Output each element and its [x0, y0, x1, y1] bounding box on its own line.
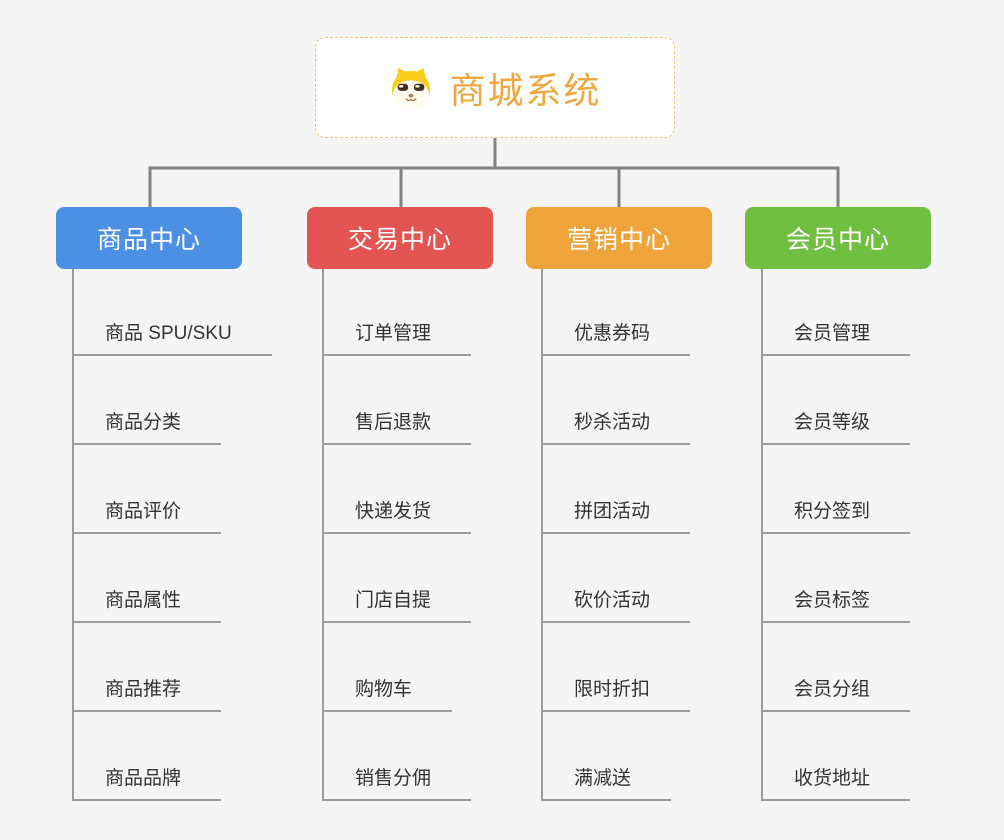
root-title: 商城系统: [449, 69, 602, 111]
dog-icon: [392, 67, 431, 109]
leaf-node[interactable]: 购物车: [324, 676, 453, 712]
leaf-node[interactable]: 满减送: [543, 765, 672, 801]
branch-children-member-center: 会员管理 会员等级 积分签到 会员标签 会员分组 收货地址: [761, 269, 993, 801]
leaf-node[interactable]: 拼团活动: [543, 498, 691, 534]
leaf-node[interactable]: 会员管理: [763, 320, 911, 356]
leaf-node[interactable]: 砍价活动: [543, 587, 691, 623]
leaf-node[interactable]: 限时折扣: [543, 676, 691, 712]
leaf-node[interactable]: 秒杀活动: [543, 409, 691, 445]
leaf-node[interactable]: 商品评价: [74, 498, 222, 534]
leaf-node[interactable]: 订单管理: [324, 320, 472, 356]
leaf-node[interactable]: 商品属性: [74, 587, 222, 623]
leaf-node[interactable]: 积分签到: [763, 498, 911, 534]
leaf-node[interactable]: 会员等级: [763, 409, 911, 445]
branch-children-marketing-center: 优惠券码 秒杀活动 拼团活动 砍价活动 限时折扣 满减送: [541, 269, 773, 801]
branch-node-product-center[interactable]: 商品中心: [56, 207, 242, 269]
leaf-node[interactable]: 商品推荐: [74, 676, 222, 712]
leaf-node[interactable]: 商品分类: [74, 409, 222, 445]
root-node[interactable]: 商城系统: [315, 37, 675, 138]
leaf-node[interactable]: 优惠券码: [543, 320, 691, 356]
leaf-node[interactable]: 会员标签: [763, 587, 911, 623]
leaf-node[interactable]: 销售分佣: [324, 765, 472, 801]
leaf-node[interactable]: 快递发货: [324, 498, 472, 534]
branch-children-product-center: 商品 SPU/SKU 商品分类 商品评价 商品属性 商品推荐 商品品牌: [72, 269, 304, 801]
leaf-node[interactable]: 商品 SPU/SKU: [74, 320, 272, 356]
leaf-node[interactable]: 商品品牌: [74, 765, 222, 801]
leaf-node[interactable]: 收货地址: [763, 765, 911, 801]
branch-node-marketing-center[interactable]: 营销中心: [526, 207, 712, 269]
leaf-node[interactable]: 会员分组: [763, 676, 911, 712]
leaf-node[interactable]: 门店自提: [324, 587, 472, 623]
leaf-node[interactable]: 售后退款: [324, 409, 472, 445]
branch-children-trade-center: 订单管理 售后退款 快递发货 门店自提 购物车 销售分佣: [322, 269, 554, 801]
branch-node-member-center[interactable]: 会员中心: [745, 207, 931, 269]
branch-node-trade-center[interactable]: 交易中心: [307, 207, 493, 269]
